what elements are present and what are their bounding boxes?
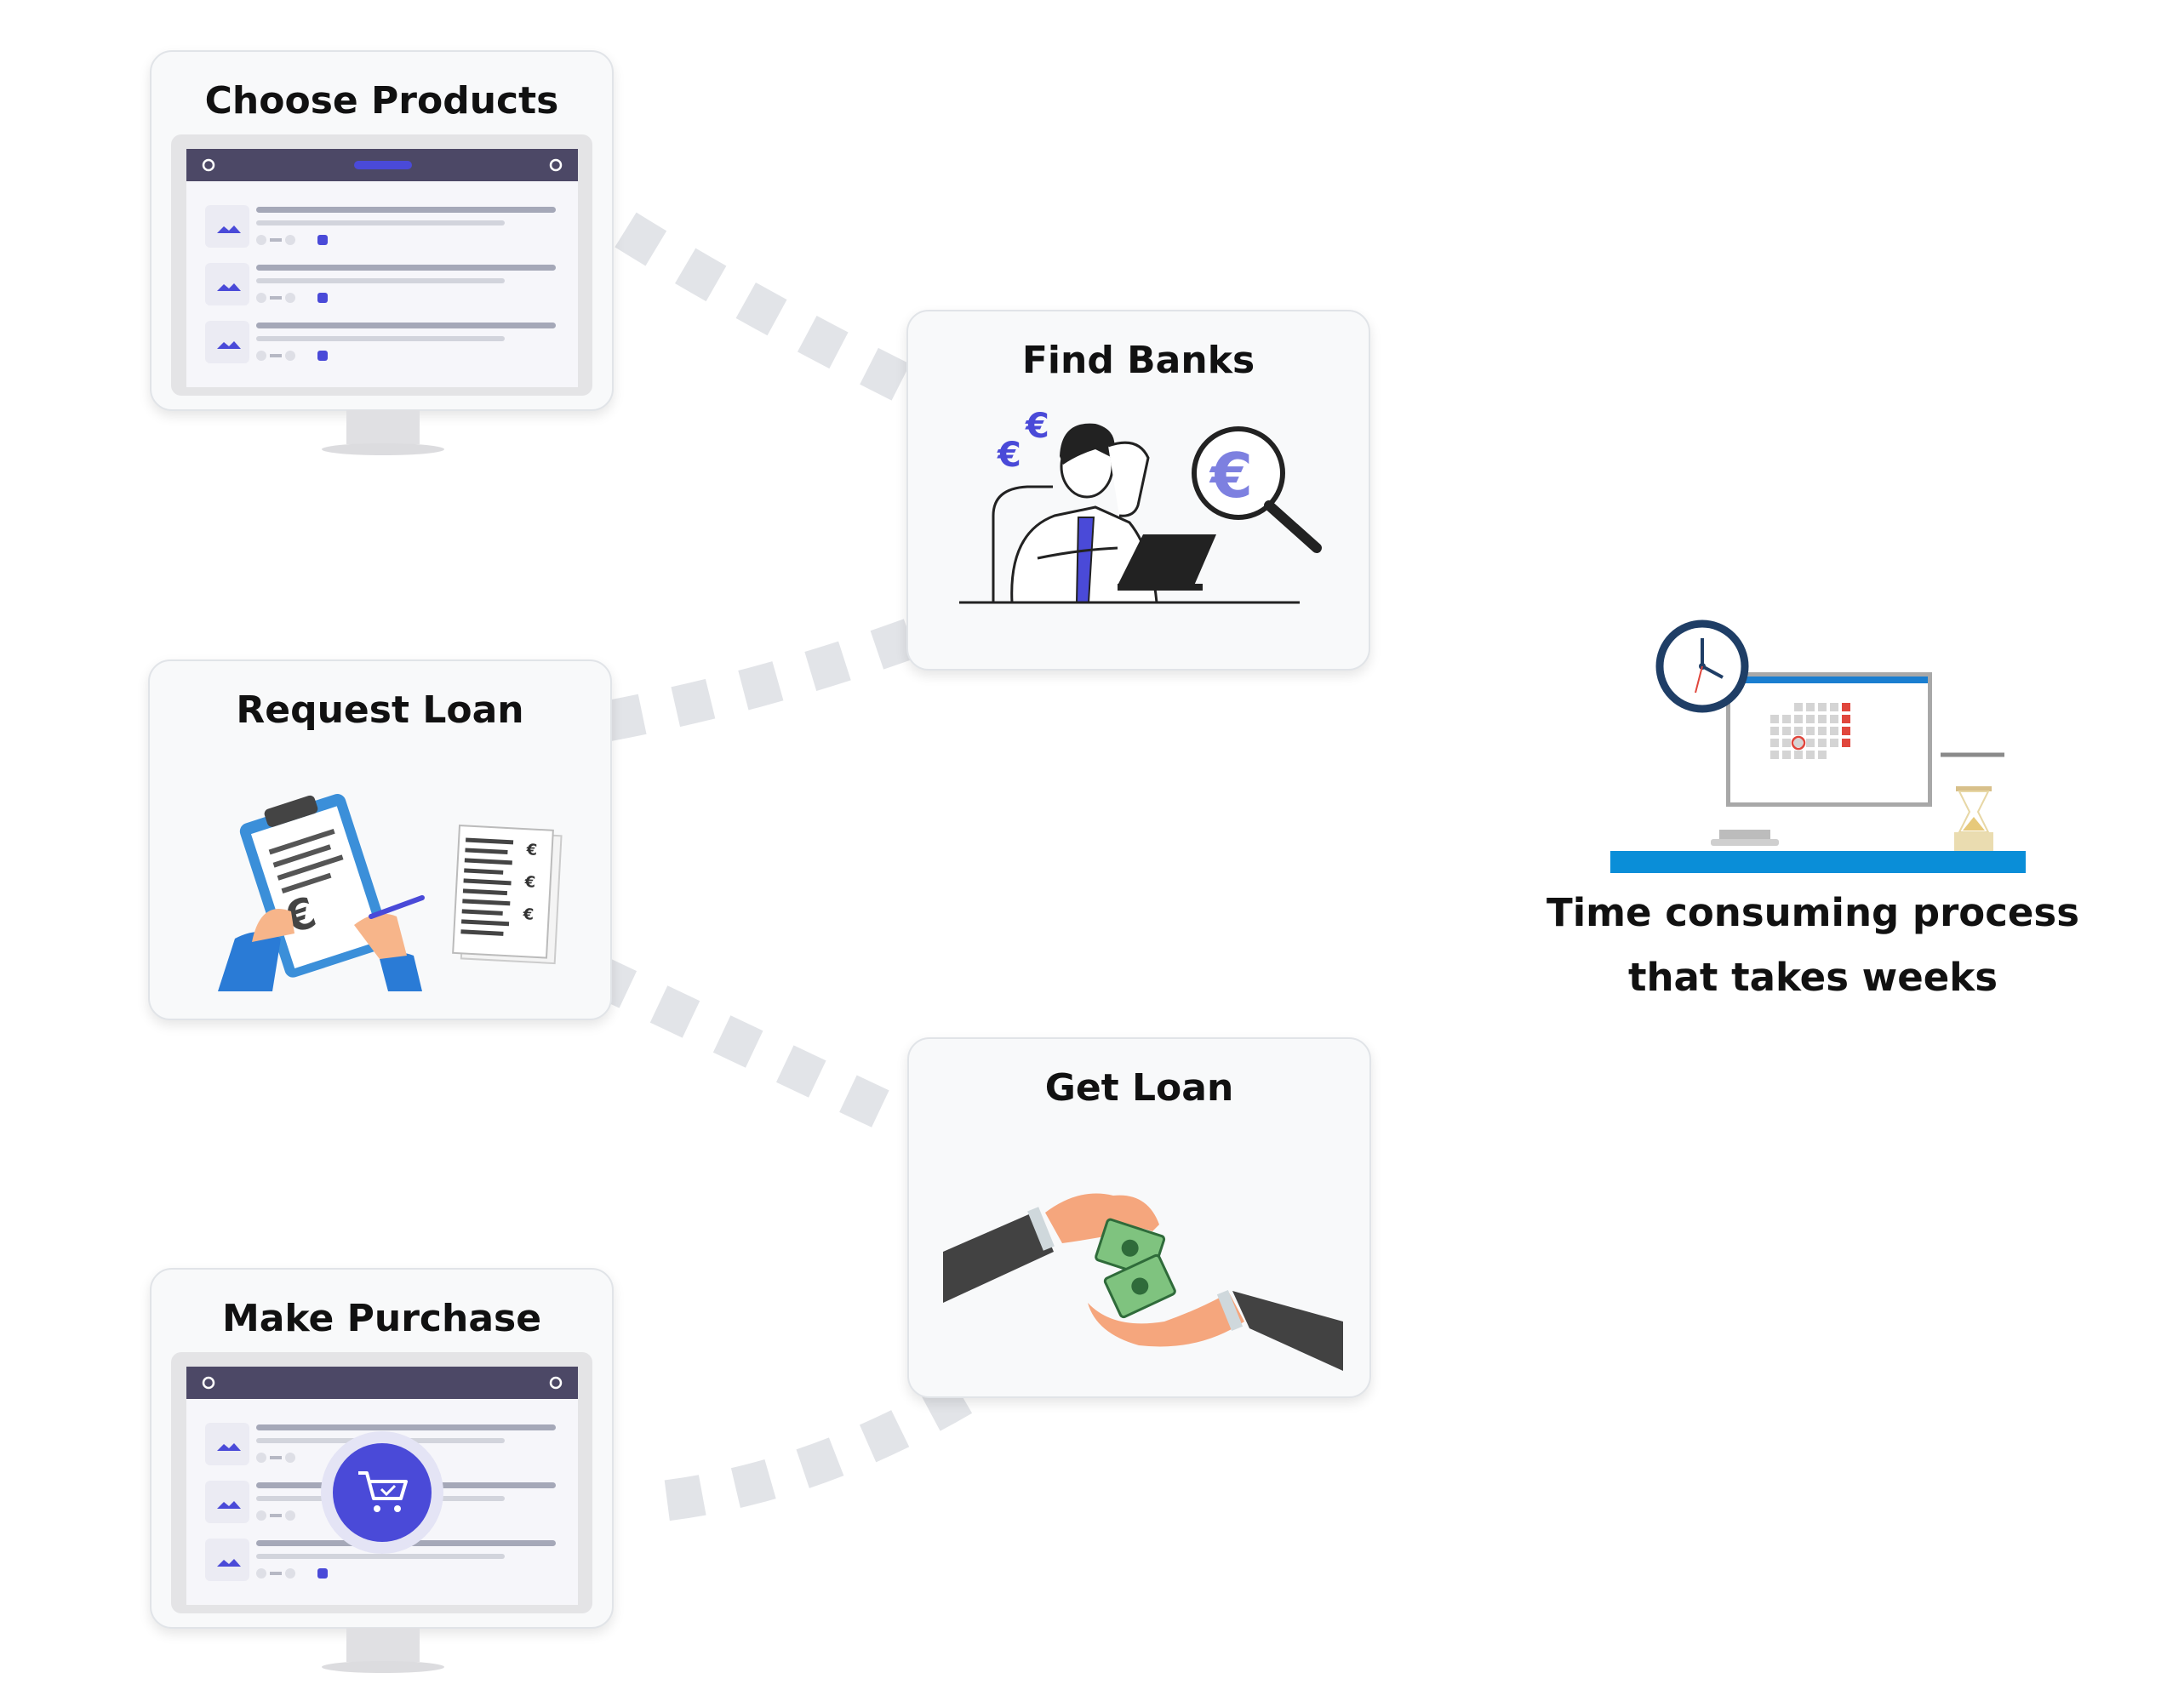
monitor-stand-icon xyxy=(322,410,444,455)
caption-line-2: that takes weeks xyxy=(1628,955,1998,1000)
step-title: Make Purchase xyxy=(221,1297,542,1340)
clock-calendar-hourglass-icon xyxy=(1610,619,2026,873)
svg-text:€: € xyxy=(1025,407,1049,446)
step-title: Request Loan xyxy=(236,688,524,732)
shopping-cart-monitor-icon xyxy=(171,1352,592,1613)
svg-text:€: € xyxy=(1209,440,1253,511)
step-card-choose-products: Choose Products xyxy=(150,50,614,411)
monitor-stand-icon xyxy=(322,1628,444,1673)
handing-money-icon xyxy=(943,1193,1343,1371)
step-title: Get Loan xyxy=(1044,1066,1234,1110)
caption-line-1: Time consuming process xyxy=(1547,890,2079,935)
connector-find-to-request xyxy=(592,619,918,744)
product-list-monitor-icon xyxy=(171,134,592,396)
person-searching-euro-icon: € € € xyxy=(959,407,1322,604)
step-card-make-purchase: Make Purchase xyxy=(150,1268,614,1629)
time-consuming-caption: Time consuming process that takes weeks xyxy=(1532,881,2094,1010)
step-title: Choose Products xyxy=(204,79,559,123)
svg-text:€: € xyxy=(997,436,1021,475)
step-card-get-loan: Get Loan xyxy=(907,1037,1371,1398)
svg-text:€: € xyxy=(522,905,535,924)
step-card-request-loan: Request Loan € € € € xyxy=(148,659,612,1020)
step-title: Find Banks xyxy=(1021,339,1255,382)
connector-get-to-purchase xyxy=(653,1378,973,1522)
step-card-find-banks: Find Banks € € € xyxy=(906,310,1370,671)
connector-choose-to-find xyxy=(615,212,920,406)
signing-loan-form-icon: € € € € xyxy=(218,793,563,991)
svg-text:€: € xyxy=(525,841,538,859)
connector-request-to-get xyxy=(586,956,920,1142)
svg-text:€: € xyxy=(523,873,536,892)
